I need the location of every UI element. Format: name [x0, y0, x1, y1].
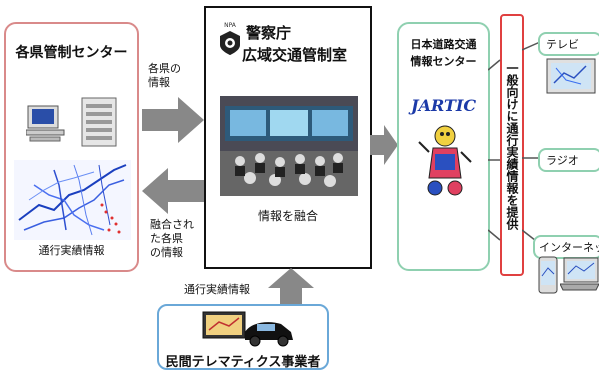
- telematics-box: 民間テレマティクス事業者: [157, 304, 329, 370]
- jartic-connector-lines: [488, 59, 501, 241]
- prefecture-center-title: 各県管制センター: [15, 45, 128, 61]
- police-emblem-icon: [220, 31, 240, 55]
- map-caption: 通行実績情報: [38, 244, 105, 257]
- output-internet: インターネット: [533, 235, 599, 259]
- tv-icon: [546, 58, 596, 94]
- car-navigation-icon: [202, 311, 293, 347]
- jartic-mascot-icon: [418, 125, 472, 196]
- arrow-right-to-jartic: [370, 125, 398, 165]
- computer-icon: [26, 97, 117, 147]
- phone-icon: [538, 256, 558, 294]
- telematics-name: 民間テレマティクス事業者: [165, 355, 321, 370]
- jartic-title-line2: 情報センター: [410, 55, 477, 68]
- distribution-banner: 一般向けに通行実績情報を提供: [500, 14, 524, 276]
- traffic-map: [14, 160, 131, 240]
- output-radio-label: ラジオ: [546, 154, 579, 167]
- jartic-title-line1: 日本道路交通: [410, 38, 477, 51]
- npa-caption: 情報を融合: [257, 209, 318, 223]
- npa-logo: NPA: [216, 22, 244, 60]
- output-internet-label: インターネット: [539, 241, 599, 254]
- output-connector-lines: [522, 41, 541, 245]
- output-radio: ラジオ: [538, 148, 599, 172]
- arrow-left-from-npa: [142, 168, 204, 214]
- output-tv: テレビ: [538, 32, 599, 56]
- control-room-photo: [220, 96, 358, 196]
- arrow-right-to-npa: [142, 97, 204, 143]
- output-tv-label: テレビ: [546, 38, 579, 51]
- npa-title-line1: 警察庁: [246, 24, 292, 42]
- npa-logo-text: NPA: [224, 22, 236, 29]
- npa-box: NPA 警察庁 広域交通管制室 情報を融合: [204, 6, 372, 269]
- jartic-box: 日本道路交通 情報センター JARTIC: [397, 22, 490, 271]
- arrow-to-npa-label: 各県の 情報: [148, 62, 181, 89]
- npa-title-line2: 広域交通管制室: [242, 46, 348, 64]
- arrow-from-npa-label: 融合され た各県 の情報: [150, 218, 194, 259]
- distribution-label: 一般向けに通行実績情報を提供: [505, 62, 519, 230]
- jartic-logo: JARTIC: [411, 96, 477, 115]
- laptop-icon: [560, 257, 599, 291]
- arrow-up-to-npa: [268, 268, 314, 314]
- telematics-input-label: 通行実績情報: [184, 283, 250, 296]
- prefecture-center-box: 各県管制センター 通行実績情報: [4, 22, 139, 272]
